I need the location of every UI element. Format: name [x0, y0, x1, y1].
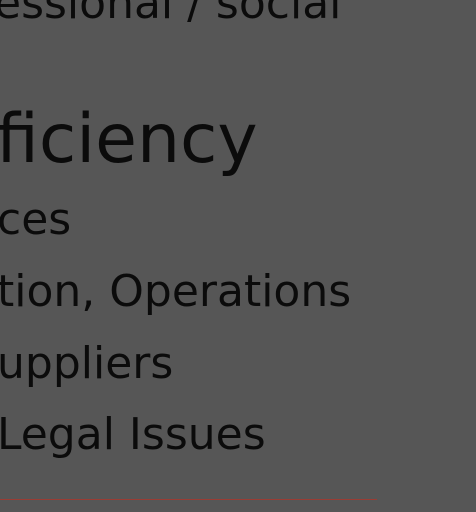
bullet-item: ces — [0, 194, 72, 245]
section-heading: ficiency — [0, 100, 258, 179]
bullet-item: Legal Issues — [0, 409, 266, 460]
bottom-rule-divider — [0, 499, 377, 500]
bullet-item: uppliers — [0, 338, 174, 389]
bullet-item: tion, Operations — [0, 266, 352, 317]
partial-text-line: essional / social — [0, 0, 342, 29]
